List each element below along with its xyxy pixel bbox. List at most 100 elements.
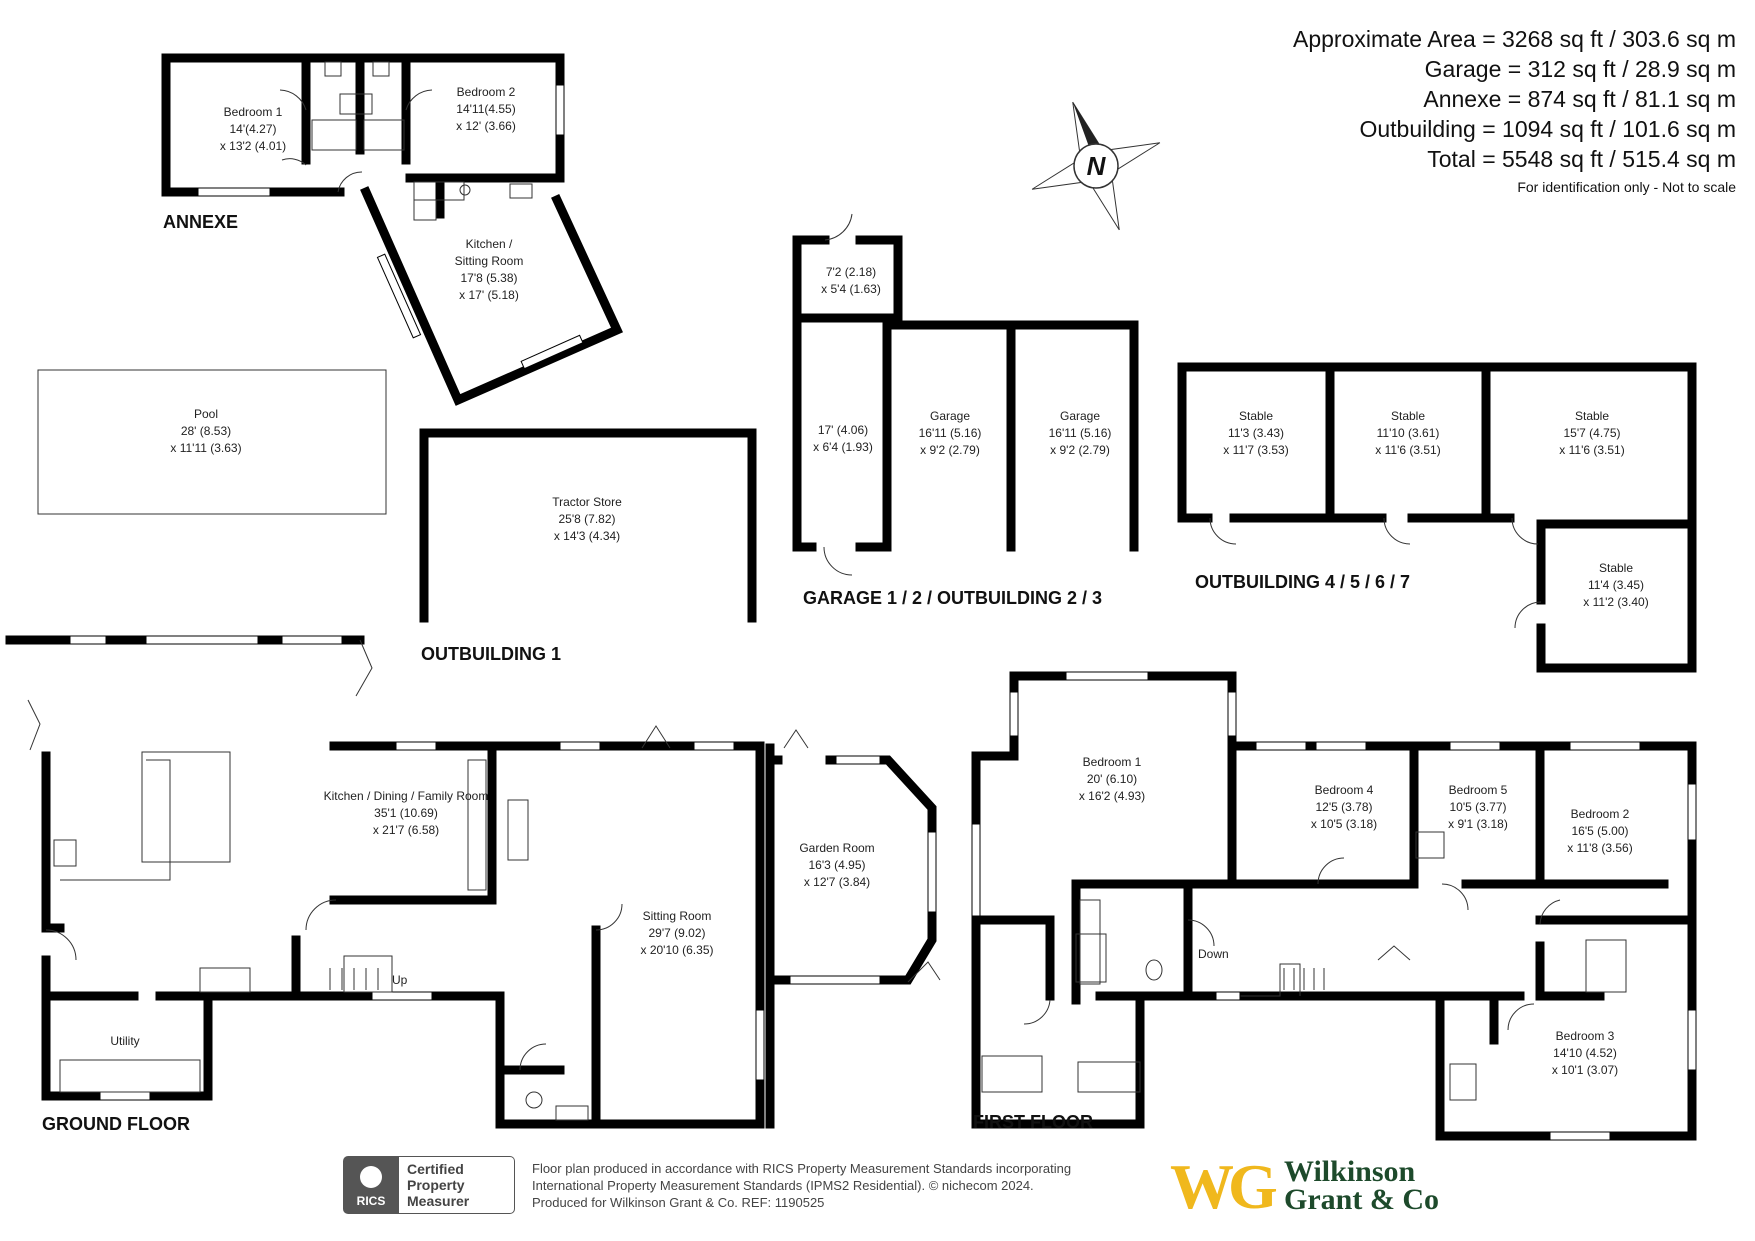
rics-certification-text: Certified Property Measurer — [399, 1156, 515, 1214]
rics-line-3: Measurer — [407, 1193, 470, 1209]
room-label-line: Stable — [1239, 409, 1273, 423]
room-label-garage-b: Garage 16'11 (5.16) x 9'2 (2.79) — [1049, 409, 1112, 457]
credit-line-2: International Property Measurement Stand… — [532, 1178, 1034, 1193]
agent-logo: WG Wilkinson Grant & Co — [1170, 1152, 1440, 1222]
area-outbuilding: Outbuilding = 1094 sq ft / 101.6 sq m — [1359, 116, 1736, 142]
room-label-line: 11'3 (3.43) — [1228, 426, 1284, 440]
room-label-line: Kitchen / Dining / Family Room — [324, 789, 489, 803]
room-label-line: Bedroom 1 — [224, 105, 283, 119]
room-label-line: x 10'5 (3.18) — [1311, 817, 1377, 831]
room-label-line: Bedroom 5 — [1449, 783, 1508, 797]
stair-down-label: Down — [1198, 947, 1229, 961]
room-label-line: x 20'10 (6.35) — [640, 943, 713, 957]
rics-line-1: Certified — [407, 1161, 464, 1177]
room-label-line: x 10'1 (3.07) — [1552, 1063, 1618, 1077]
room-label-line: 14'(4.27) — [230, 122, 277, 136]
room-label-line: 35'1 (10.69) — [374, 806, 438, 820]
stair-up-label: Up — [392, 973, 408, 987]
room-label-line: Garden Room — [799, 841, 874, 855]
room-label-line: Sitting Room — [643, 909, 712, 923]
room-label-line: x 21'7 (6.58) — [373, 823, 439, 837]
agent-name-line-2: Grant & Co — [1284, 1183, 1439, 1216]
room-label-line: Bedroom 4 — [1315, 783, 1374, 797]
room-label-line: 14'10 (4.52) — [1553, 1046, 1617, 1060]
room-label-line: Bedroom 2 — [457, 85, 516, 99]
room-label-tractor: Tractor Store 25'8 (7.82) x 14'3 (4.34) — [552, 495, 622, 543]
agent-monogram: WG — [1170, 1151, 1278, 1222]
room-label-line: Stable — [1599, 561, 1633, 575]
area-garage: Garage = 312 sq ft / 28.9 sq m — [1424, 56, 1736, 82]
room-labels: Bedroom 1 14'(4.27) x 13'2 (4.01) Bedroom 2… — [110, 85, 1648, 1077]
room-label-line: Sitting Room — [455, 254, 524, 268]
room-label-line: Kitchen / — [466, 237, 513, 251]
room-label-line: 14'11(4.55) — [456, 102, 515, 116]
rics-brand: RICS — [356, 1194, 386, 1208]
room-label-line: 16'11 (5.16) — [919, 426, 982, 440]
room-label-line: x 11'6 (3.51) — [1559, 443, 1624, 457]
scale-disclaimer: For identification only - Not to scale — [1517, 179, 1736, 195]
floor-label-garage: GARAGE 1 / 2 / OUTBUILDING 2 / 3 — [803, 588, 1102, 608]
agent-name: Wilkinson Grant & Co — [1284, 1157, 1439, 1216]
room-label-line: Garage — [1060, 409, 1100, 423]
room-label-line: x 12'7 (3.84) — [804, 875, 870, 889]
room-label-line: Stable — [1575, 409, 1609, 423]
room-label-line: x 9'1 (3.18) — [1448, 817, 1508, 831]
area-summary: Approximate Area = 3268 sq ft / 303.6 sq… — [1293, 24, 1736, 198]
room-label-line: 28' (8.53) — [181, 424, 231, 438]
room-label-utility: Utility — [110, 1034, 139, 1048]
room-label-store-long: 17' (4.06)x 6'4 (1.93) — [813, 423, 873, 454]
room-label-line: 12'5 (3.78) — [1316, 800, 1373, 814]
room-label-line: 11'10 (3.61) — [1377, 426, 1440, 440]
room-label-line: 11'4 (3.45) — [1588, 578, 1644, 592]
room-label-line: Stable — [1391, 409, 1425, 423]
room-label-line: Utility — [110, 1034, 139, 1048]
room-label-ff-bed4: Bedroom 4 12'5 (3.78) x 10'5 (3.18) — [1311, 783, 1377, 831]
rics-logo: RICS — [343, 1156, 399, 1214]
room-label-line: x 13'2 (4.01) — [220, 139, 286, 153]
room-label-line: 25'8 (7.82) — [559, 512, 616, 526]
room-label-line: 10'5 (3.77) — [1450, 800, 1507, 814]
plan-credit: Floor plan produced in accordance with R… — [532, 1160, 1172, 1211]
stables-plan — [1177, 362, 1697, 673]
room-label-line: x 14'3 (4.34) — [554, 529, 620, 543]
room-label-line: Bedroom 1 — [1083, 755, 1142, 769]
credit-line-3: Produced for Wilkinson Grant & Co. REF: … — [532, 1195, 825, 1210]
room-label-store-small: 7'2 (2.18)x 5'4 (1.63) — [821, 265, 881, 296]
room-label-line: Tractor Store — [552, 495, 622, 509]
floor-label-ground: GROUND FLOOR — [42, 1114, 190, 1134]
rics-crest-icon — [360, 1166, 382, 1188]
room-label-ff-bed5: Bedroom 5 10'5 (3.77) x 9'1 (3.18) — [1448, 783, 1508, 831]
room-label-line: 16'11 (5.16) — [1049, 426, 1112, 440]
floor-label-first: FIRST FLOOR — [973, 1112, 1093, 1132]
room-label-line: x 9'2 (2.79) — [1050, 443, 1110, 457]
rics-line-2: Property — [407, 1177, 465, 1193]
room-label-line: 29'7 (9.02) — [649, 926, 706, 940]
room-label-line: x 5'4 (1.63) — [821, 282, 881, 296]
room-label-line: x 11'11 (3.63) — [170, 441, 241, 455]
room-label-line: Bedroom 2 — [1571, 807, 1630, 821]
room-label-kitchen-family: Kitchen / Dining / Family Room 35'1 (10.6… — [324, 789, 489, 837]
room-label-line: 16'5 (5.00) — [1572, 824, 1629, 838]
area-approximate: Approximate Area = 3268 sq ft / 303.6 sq… — [1292, 26, 1736, 52]
compass-north-label: N — [1087, 151, 1107, 181]
room-label-line: x 16'2 (4.93) — [1079, 789, 1145, 803]
pool — [37, 369, 387, 515]
rics-certified-badge: RICS Certified Property Measurer — [343, 1156, 518, 1214]
room-label-annexe-bed1: Bedroom 1 14'(4.27) x 13'2 (4.01) — [220, 105, 286, 153]
garage-plan — [792, 213, 1139, 576]
room-label-line: x 9'2 (2.79) — [920, 443, 980, 457]
floor-label-outbuilding-1: OUTBUILDING 1 — [421, 644, 561, 664]
